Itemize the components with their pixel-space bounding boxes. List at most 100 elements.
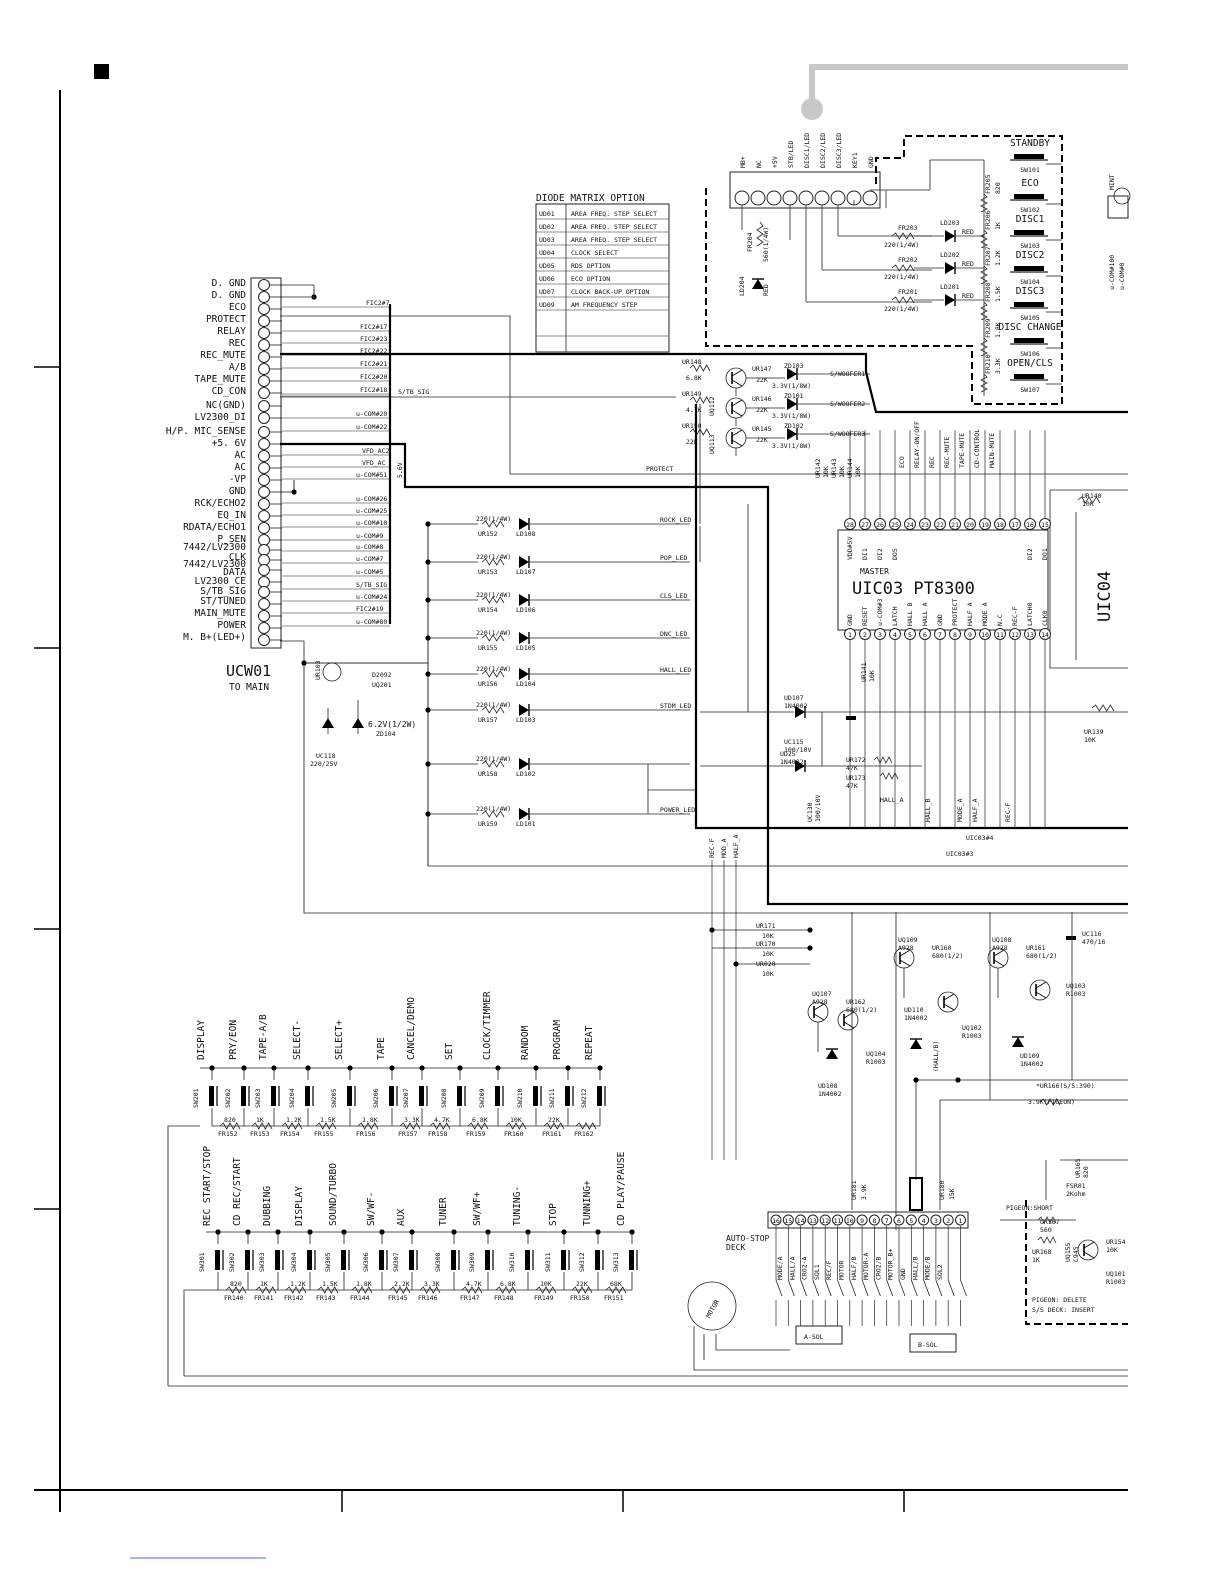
right-mint: MINT bbox=[1108, 174, 1116, 190]
diode-symbol bbox=[519, 758, 530, 770]
bank-net: STDM_LED bbox=[660, 702, 691, 710]
key-switch-ref: SW203 bbox=[254, 1088, 262, 1108]
diode-symbol bbox=[519, 594, 530, 606]
net-label: u-COM#8 bbox=[356, 543, 383, 551]
tact-switch bbox=[307, 1250, 316, 1270]
net-label: FIC2#22 bbox=[360, 347, 387, 355]
key-switch-ref: SW212 bbox=[580, 1088, 588, 1108]
resistor bbox=[251, 1122, 273, 1130]
resistor bbox=[481, 634, 505, 642]
ic-top-pin-num: 19 bbox=[981, 521, 989, 529]
deck-res-val: 3.9K bbox=[860, 1184, 868, 1200]
key-switch-ref: SW201 bbox=[192, 1088, 200, 1108]
resistor bbox=[980, 193, 988, 213]
front-res-val: 1.2K bbox=[994, 250, 1002, 266]
deck-pin-num: 3 bbox=[934, 1217, 938, 1225]
key-label: STOP bbox=[548, 1203, 559, 1226]
resistor bbox=[481, 520, 505, 528]
deck-signal: MOTOR-A bbox=[862, 1253, 870, 1280]
key-label: SET bbox=[444, 1043, 455, 1060]
diode-matrix-table bbox=[535, 203, 670, 353]
key-res-val: 1.5K bbox=[322, 1280, 338, 1288]
front-switch-label: STANDBY bbox=[1010, 138, 1050, 149]
misc-part-ref: UC115 bbox=[784, 738, 804, 746]
pigeon-part-val: 560 bbox=[1040, 1226, 1052, 1234]
fr204-val: 560(1/4W) bbox=[762, 227, 770, 262]
key-res-val: 1.8K bbox=[362, 1116, 378, 1124]
right-ucom100: u-COM#100 bbox=[1108, 255, 1116, 290]
ic-top-pin-label: DI2 bbox=[1026, 548, 1034, 560]
matrix-ref: UD01 bbox=[539, 210, 555, 218]
bank-res-val: 220(1/4W) bbox=[476, 553, 511, 561]
key-switch-ref: SW311 bbox=[544, 1252, 552, 1272]
resistor bbox=[543, 1122, 565, 1130]
front-led-val: 220(1/4W) bbox=[884, 241, 919, 249]
connector-pin bbox=[258, 351, 270, 363]
deck-signal: GND bbox=[899, 1268, 907, 1280]
key-switch-ref: SW206 bbox=[372, 1088, 380, 1108]
bank-res-ref: UR153 bbox=[478, 568, 498, 576]
connector-pin bbox=[258, 339, 270, 351]
resistor bbox=[429, 1122, 451, 1130]
net-5v6: 5.6V bbox=[396, 462, 404, 478]
deck-connector bbox=[687, 1211, 1128, 1371]
power-d: D2092 bbox=[372, 671, 392, 679]
pigeon-note1: PIGEON: DELETE bbox=[1032, 1296, 1087, 1304]
ic-top-pin-num: 28 bbox=[846, 521, 854, 529]
tact-switch bbox=[215, 1250, 224, 1270]
key-label: CD PLAY/PAUSE bbox=[616, 1151, 627, 1226]
ic-bottom-pin-label: LATCH0 bbox=[1026, 602, 1034, 626]
resistor bbox=[980, 373, 988, 393]
ic-pin bbox=[844, 628, 856, 640]
ic-top-net: CD-CONTROL bbox=[973, 429, 981, 468]
ic-top-pin-num: 16 bbox=[1026, 521, 1034, 529]
deck-rs-ref: UR170 bbox=[756, 940, 776, 948]
front-led-ref: LD203 bbox=[940, 219, 960, 227]
net-label: FIC2#21 bbox=[360, 360, 387, 368]
lower-tr-res-val: 680(1/2) bbox=[932, 952, 963, 960]
tact-switch bbox=[271, 1086, 280, 1106]
net-label: u-COM#20 bbox=[356, 410, 387, 418]
pigeon-part-ref: UQ155 bbox=[1064, 1242, 1072, 1262]
ld204-ref: LD204 bbox=[738, 276, 746, 296]
harness-node bbox=[801, 98, 823, 120]
key-res-ref: FR146 bbox=[418, 1294, 438, 1302]
net-label: FIC2#18 bbox=[360, 386, 387, 394]
connector-pin bbox=[258, 327, 270, 339]
deck-signal: SOL2 bbox=[936, 1264, 944, 1280]
lower-tr-ref: UQ107 bbox=[812, 990, 832, 998]
led-conn-pin-label: DISC2/LED bbox=[819, 133, 827, 168]
bank-res-ref: UR159 bbox=[478, 820, 498, 828]
resistor bbox=[281, 1122, 303, 1130]
lower-part-ref: UQ103 bbox=[1066, 982, 1086, 990]
ucw01-title: UCW01 bbox=[226, 662, 271, 680]
deck-pin-num: 1 bbox=[959, 1217, 963, 1225]
thin-wires bbox=[280, 290, 1128, 914]
connector-pin bbox=[258, 462, 270, 474]
key-switch-ref: SW209 bbox=[478, 1088, 486, 1108]
woofer-drive: UR1486.8KUR1494.7KUR15022KUR14722KUR1462… bbox=[682, 358, 870, 456]
front-led-val: 220(1/4W) bbox=[884, 305, 919, 313]
deck-pin bbox=[905, 1214, 917, 1226]
connector-pin-label: A/B bbox=[229, 362, 246, 373]
misc-part-val: 10K bbox=[1084, 736, 1096, 744]
key-res-ref: FR153 bbox=[250, 1130, 270, 1138]
key-switch-ref: SW309 bbox=[468, 1252, 476, 1272]
front-led-res: FR201 bbox=[898, 288, 918, 296]
connector-pin-label: MAIN_MUTE bbox=[195, 608, 247, 619]
matrix-label: CLOCK SELECT bbox=[571, 249, 618, 257]
net-label: u-COM#9 bbox=[356, 532, 383, 540]
front-led-val: 220(1/4W) bbox=[884, 273, 919, 281]
ic-bottom-pin-num: 3 bbox=[878, 631, 882, 639]
ic-pin bbox=[949, 628, 961, 640]
front-switch-cap bbox=[1014, 266, 1044, 271]
led-conn-pin bbox=[862, 190, 878, 206]
connector-pin bbox=[258, 438, 270, 450]
front-res-val: 1.5K bbox=[994, 286, 1002, 302]
connector-pin bbox=[258, 622, 270, 634]
deck-pin bbox=[893, 1214, 905, 1226]
